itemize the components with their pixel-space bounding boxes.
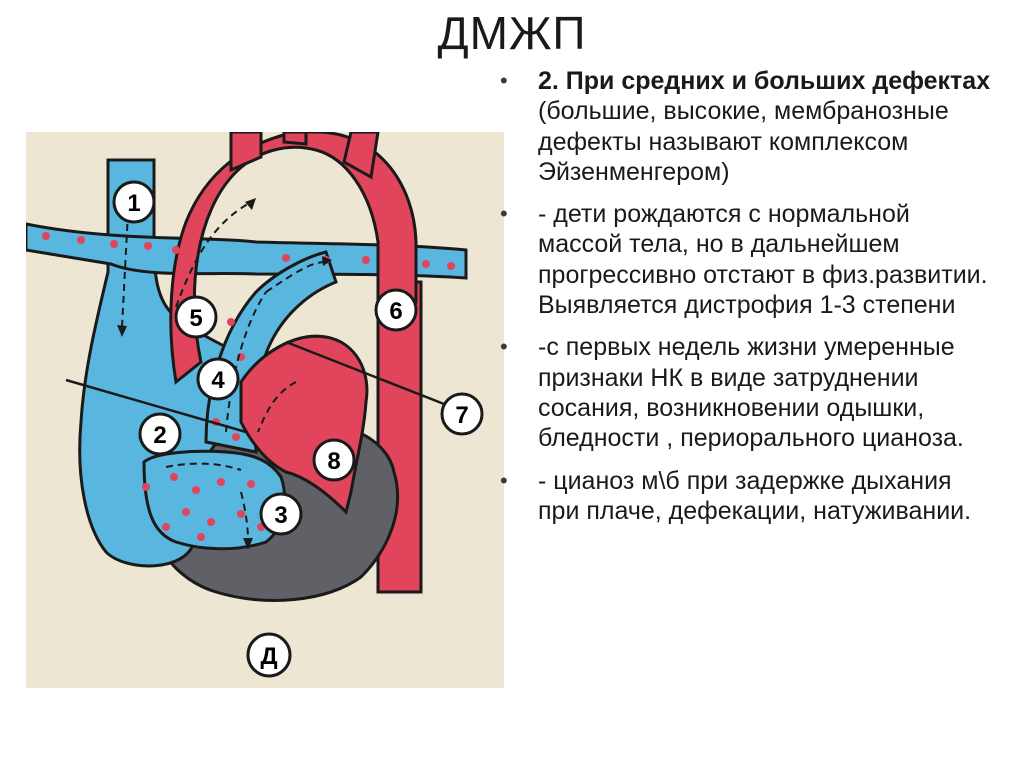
bullet-marker: • bbox=[500, 334, 508, 360]
label-7: 7 bbox=[440, 392, 484, 436]
panel-label: Д bbox=[246, 632, 292, 678]
panel-label-text: Д bbox=[260, 643, 277, 670]
bullet-marker: • bbox=[500, 201, 508, 227]
label-6: 6 bbox=[374, 288, 418, 332]
aortic-branch-2 bbox=[282, 132, 308, 146]
bullet-bold-text: 2. При средних и больших дефектах bbox=[538, 67, 991, 95]
bullet-item: • - дети рождаются с нормальной массой т… bbox=[498, 199, 998, 320]
bullet-text: - цианоз м\б при задержке дыхания при пл… bbox=[538, 466, 972, 525]
label-4-text: 4 bbox=[211, 367, 225, 394]
label-2: 2 bbox=[138, 412, 182, 456]
aortic-branch-1 bbox=[229, 132, 263, 173]
label-5: 5 bbox=[174, 295, 218, 339]
label-8-text: 8 bbox=[327, 448, 340, 475]
bullet-text: (большие, высокие, мембранозные дефекты … bbox=[538, 97, 949, 186]
slide-title: ДМЖП bbox=[437, 7, 587, 59]
annotation-line-7 bbox=[285, 340, 445, 406]
right-ventricle bbox=[142, 449, 287, 551]
label-2-text: 2 bbox=[153, 422, 166, 449]
bullet-marker: • bbox=[500, 467, 508, 493]
aortic-arch bbox=[169, 132, 418, 385]
arrowheads bbox=[117, 198, 332, 550]
label-1: 1 bbox=[112, 180, 156, 224]
label-7-text: 7 bbox=[455, 402, 468, 429]
bullet-text: - дети рождаются с нормальной массой тел… bbox=[538, 200, 988, 320]
bullet-item: • - цианоз м\б при задержке дыхания при … bbox=[498, 466, 998, 527]
annotation-line-2 bbox=[65, 378, 247, 434]
label-8: 8 bbox=[312, 438, 356, 482]
heart-diagram: 1 2 3 4 5 6 7 8 bbox=[26, 132, 504, 688]
flow-arrows bbox=[121, 201, 327, 543]
bullet-item: • 2. При средних и больших дефектах (бол… bbox=[498, 66, 998, 187]
bullet-marker: • bbox=[500, 68, 508, 93]
label-6-text: 6 bbox=[389, 298, 402, 325]
label-1-text: 1 bbox=[127, 190, 140, 217]
mixing-dots bbox=[42, 232, 455, 541]
label-5-text: 5 bbox=[189, 305, 202, 332]
aortic-branch-3 bbox=[342, 132, 380, 180]
label-3: 3 bbox=[259, 492, 303, 536]
label-4: 4 bbox=[196, 357, 240, 401]
bullet-item: • -с первых недель жизни умеренные призн… bbox=[498, 332, 998, 453]
bullet-list: • 2. При средних и больших дефектах (бол… bbox=[498, 66, 998, 538]
bullet-text: -с первых недель жизни умеренные признак… bbox=[538, 333, 964, 453]
label-3-text: 3 bbox=[274, 502, 287, 529]
